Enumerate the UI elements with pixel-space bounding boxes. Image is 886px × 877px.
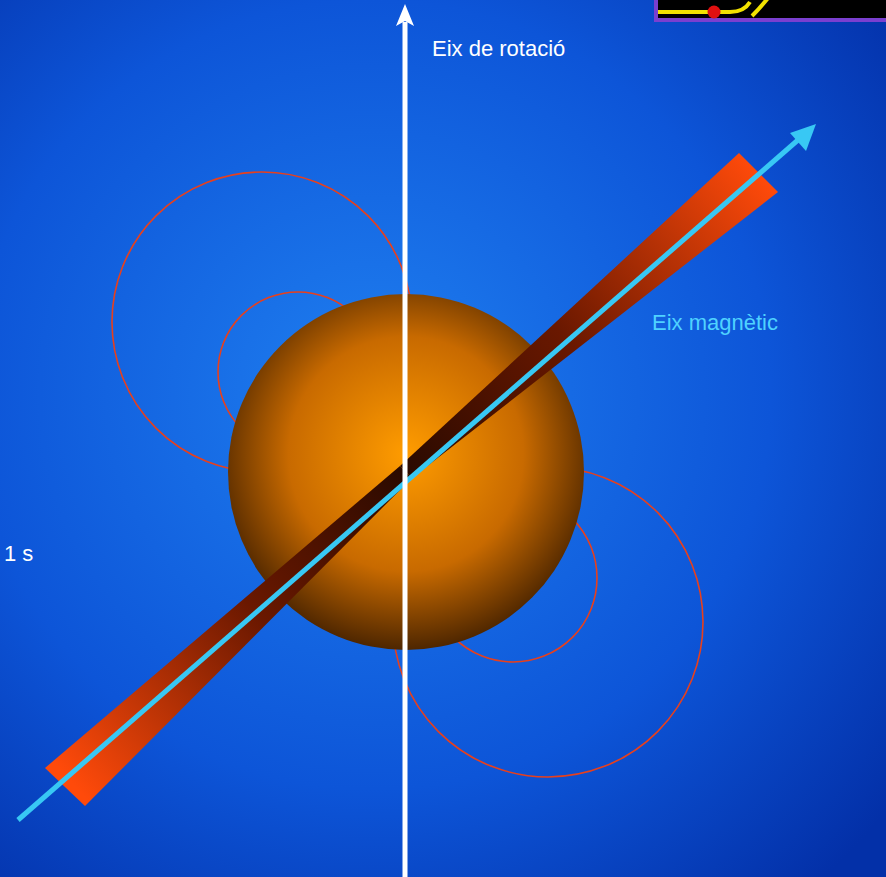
axis-arrowhead <box>790 124 816 151</box>
axis-label: Eix de rotació <box>432 36 565 61</box>
magnetic-axis <box>18 133 806 820</box>
axis-arrowhead <box>396 4 414 26</box>
inset-panel <box>656 0 886 20</box>
rotation-axis <box>403 22 408 877</box>
axis-label: Eix magnètic <box>652 310 778 335</box>
period-label: 1 s <box>4 541 33 566</box>
radiation-beam <box>400 153 778 478</box>
